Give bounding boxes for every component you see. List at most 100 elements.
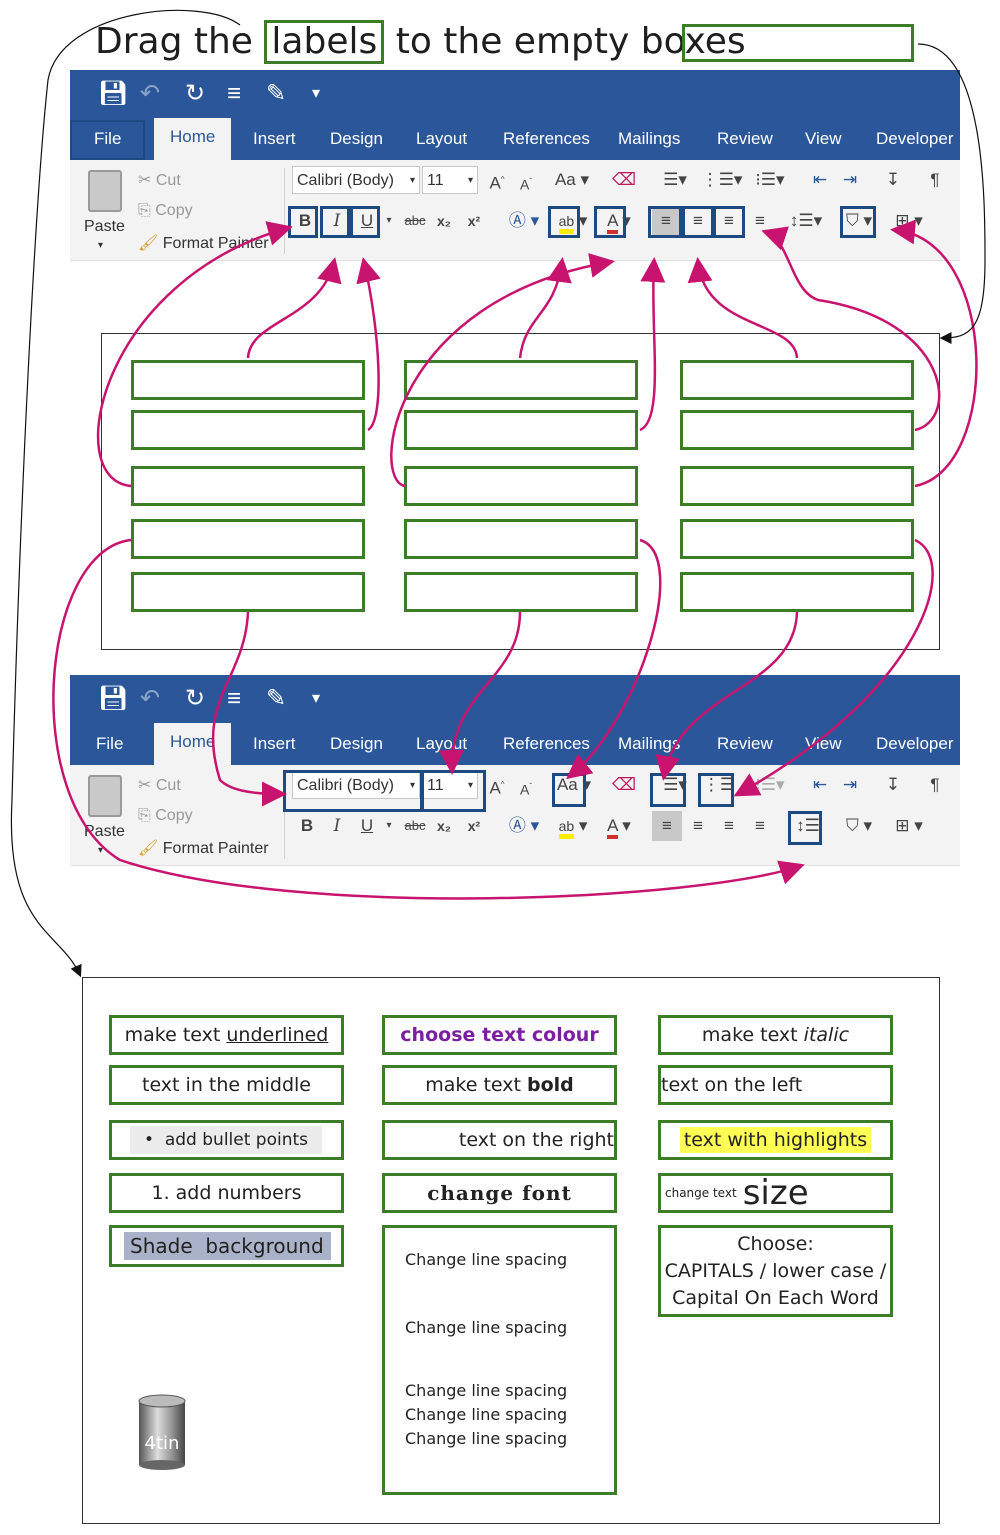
justify-icon[interactable]: ≡ [755,211,765,230]
drop-slot[interactable] [680,572,914,612]
save-icon[interactable]: 💾︎ [98,80,129,107]
chevron-down-icon[interactable]: ▾ [386,820,392,831]
bold-icon[interactable]: B [298,211,312,230]
tab-mailings[interactable]: Mailings [618,734,681,753]
tab-home[interactable]: Home [154,118,232,160]
tab-references[interactable]: References [503,734,590,753]
font-color-icon[interactable]: A ▾ [598,206,640,236]
copy-button[interactable]: ⎘ Copy [138,807,193,824]
customize-icon[interactable]: ▾ [312,85,321,102]
align-center-icon[interactable]: ≡ [693,816,703,835]
paste-button[interactable]: Paste [84,218,125,235]
drop-slot[interactable] [131,572,365,612]
undo-icon[interactable]: ↶ [140,685,161,712]
underline-icon[interactable]: U [360,816,374,835]
drop-slot[interactable] [404,519,638,559]
tab-view[interactable]: View [805,734,842,753]
borders-icon[interactable]: ⊞ ▾ [895,816,923,835]
increase-indent-icon[interactable]: ⇥ [842,775,858,794]
cut-button[interactable]: ✂ Cut [138,172,181,189]
label-bullets[interactable]: • add bullet points [109,1120,344,1160]
italic-icon[interactable]: I [333,816,341,836]
tab-design[interactable]: Design [330,129,383,148]
paste-button[interactable]: Paste [84,823,125,840]
shading-icon[interactable]: ⛉ ▾ [845,816,872,835]
label-italic[interactable]: make text italic [658,1015,893,1055]
line-spacing-icon[interactable]: ↕☰▾ [789,211,823,230]
font-size-box[interactable]: 11▾ [422,166,478,194]
label-align-left[interactable]: text on the left [658,1065,893,1105]
drop-slot[interactable] [404,360,638,400]
align-right-icon[interactable]: ≡ [724,211,734,230]
tab-review[interactable]: Review [717,734,773,753]
text-effects-icon[interactable]: Ⓐ ▾ [508,211,540,230]
label-highlight[interactable]: text with highlights [658,1120,893,1160]
label-underline[interactable]: make text underlined [109,1015,344,1055]
drop-slot[interactable] [680,360,914,400]
label-change-font[interactable]: change font [382,1173,617,1213]
tab-file[interactable]: File [70,120,146,160]
form-icon[interactable]: ✎ [266,80,287,107]
chevron-down-icon[interactable]: ▾ [386,215,392,226]
line-spacing-icon[interactable]: ↕☰ [796,816,820,835]
shrink-font-icon[interactable]: Aˇ [519,781,532,798]
tab-home[interactable]: Home [154,723,232,765]
tab-review[interactable]: Review [717,129,773,148]
multilevel-list-icon[interactable]: ⁝☰▾ [755,170,785,189]
tab-insert[interactable]: Insert [253,129,296,148]
tab-mailings[interactable]: Mailings [618,129,681,148]
save-icon[interactable]: 💾︎ [98,685,129,712]
align-left-icon[interactable]: ≡ [652,811,682,841]
sort-icon[interactable]: ↧ [885,170,901,189]
align-left-icon[interactable]: ≡ [652,206,680,236]
label-align-right[interactable]: text on the right [382,1120,617,1160]
label-size[interactable]: change text size [658,1173,893,1213]
drop-slot[interactable] [680,519,914,559]
shrink-font-icon[interactable]: Aˇ [519,176,532,193]
tab-layout[interactable]: Layout [416,734,468,753]
align-right-icon[interactable]: ≡ [724,816,734,835]
numbering-icon[interactable]: ⋮☰▾ [701,170,743,189]
label-bold[interactable]: make text bold [382,1065,617,1105]
redo-icon[interactable]: ↻ [185,685,206,712]
shading-icon[interactable]: ⛉ ▾ [845,211,872,230]
clear-format-icon[interactable]: ⌫ [612,775,637,794]
label-center[interactable]: text in the middle [109,1065,344,1105]
align-menu-icon[interactable]: ≡ [227,685,242,712]
sort-icon[interactable]: ↧ [885,775,901,794]
underline-icon[interactable]: U [360,211,374,230]
increase-indent-icon[interactable]: ⇥ [842,170,858,189]
bullets-icon[interactable]: ☰▾ [663,170,687,189]
tab-developer[interactable]: Developer [876,129,954,148]
form-icon[interactable]: ✎ [266,685,287,712]
customize-icon[interactable]: ▾ [312,690,321,707]
drop-slot[interactable] [404,572,638,612]
font-color-icon[interactable]: A ▾ [598,811,640,841]
format-painter-button[interactable]: 🖌︎ Format Painter [138,838,269,858]
label-line-spacing[interactable]: Change line spacing Change line spacing … [382,1225,617,1495]
strikethrough-icon[interactable]: abc [404,818,426,833]
drop-slot[interactable] [680,466,914,506]
font-name-box[interactable]: Calibri (Body) ▾ [292,166,420,194]
borders-icon[interactable]: ⊞ ▾ [895,211,923,230]
superscript-icon[interactable]: x² [467,213,481,229]
drop-slot[interactable] [404,410,638,450]
paste-icon[interactable] [88,775,122,817]
italic-icon[interactable]: I [333,211,341,231]
grow-font-icon[interactable]: A^ [489,173,505,193]
drop-slot[interactable] [404,466,638,506]
drop-slot[interactable] [131,519,365,559]
superscript-icon[interactable]: x² [467,818,481,834]
cut-button[interactable]: ✂ Cut [138,777,181,794]
paste-dropdown-icon[interactable]: ▾ [98,240,104,251]
highlight-icon[interactable]: ab ▾ [550,206,596,236]
align-center-icon[interactable]: ≡ [693,211,703,230]
undo-icon[interactable]: ↶ [140,80,161,107]
align-menu-icon[interactable]: ≡ [227,80,242,107]
tab-design[interactable]: Design [330,734,383,753]
multilevel-list-icon[interactable]: ⁝☰▾ [755,775,785,794]
drop-slot[interactable] [680,410,914,450]
decrease-indent-icon[interactable]: ⇤ [812,775,828,794]
clear-format-icon[interactable]: ⌫ [612,170,637,189]
tab-layout[interactable]: Layout [416,129,468,148]
